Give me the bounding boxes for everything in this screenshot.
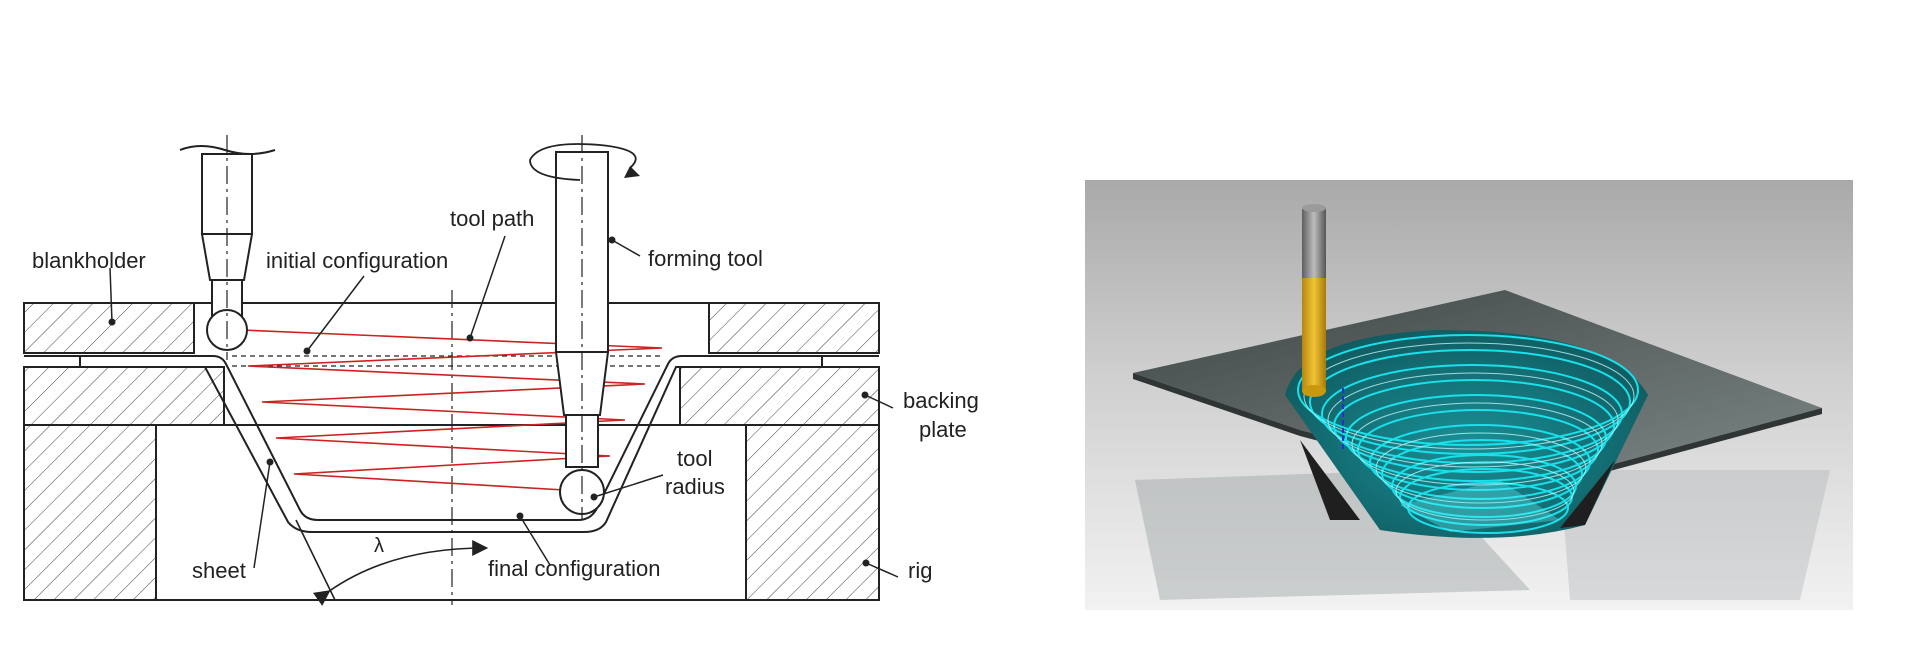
forming-tool-3d [1302,204,1326,397]
label-tool-radius-line2: radius [665,474,725,499]
backing-plate-right [679,366,880,426]
tool-path-zigzag [241,329,663,493]
render-3d [1085,180,1853,610]
label-backing-plate-line2: plate [919,417,967,442]
label-rig: rig [908,558,932,583]
label-sheet: sheet [192,558,246,583]
label-tool-radius-line1: tool [677,446,712,471]
label-angle-lambda: λ [374,535,384,557]
wall-angle-indicator [295,519,489,606]
rig-left-block [23,424,157,601]
sheet [24,355,879,533]
backing-plate-left [23,366,225,426]
label-blankholder: blankholder [32,248,146,273]
initial-tool [179,135,276,360]
label-forming-tool: forming tool [648,246,763,271]
label-initial-configuration: initial configuration [266,248,448,273]
rig-right-block [745,424,880,601]
blankholder-left [23,302,195,354]
blankholder-right [708,302,880,354]
label-final-configuration: final configuration [488,556,660,581]
leader-lines [109,235,899,578]
label-backing-plate-line1: backing [903,388,979,413]
leader-dots [108,236,870,567]
label-tool-path: tool path [450,206,534,231]
forming-tool [529,135,640,520]
schematic-cross-section [23,290,880,605]
